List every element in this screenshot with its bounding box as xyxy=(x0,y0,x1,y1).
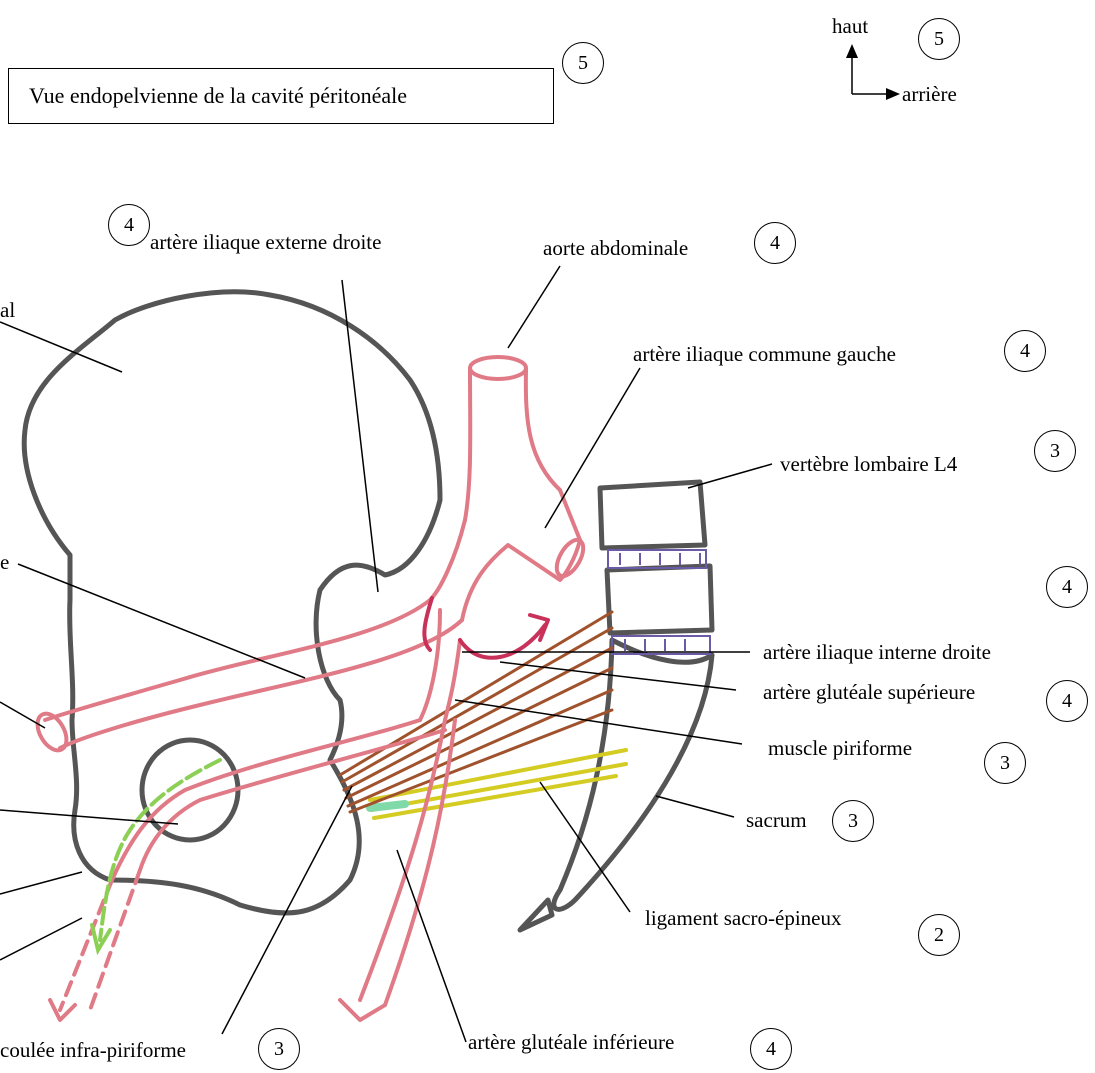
external-iliac-cut xyxy=(32,709,73,756)
label-superior-gluteal: artère glutéale supérieure xyxy=(763,680,975,704)
leader-sup-gluteal xyxy=(500,662,736,690)
pudendal-nerve xyxy=(92,760,220,950)
label-piriformis: muscle piriforme xyxy=(768,736,912,760)
leader-aorta xyxy=(508,266,560,348)
label-external-iliac: artère iliaque externe droite xyxy=(150,230,381,254)
leader-common-left xyxy=(545,368,640,528)
aorta xyxy=(465,370,560,520)
score-external-iliac: 4 xyxy=(108,204,150,246)
leader-inf-gluteal xyxy=(397,850,466,1042)
label-common-iliac-left: artère iliaque commune gauche xyxy=(633,342,896,366)
aorta-top xyxy=(470,357,526,379)
label-cut-left-1: al xyxy=(0,298,15,322)
orientation-up-label: haut xyxy=(832,14,868,38)
label-sacrospinous: ligament sacro-épineux xyxy=(645,906,842,930)
leader-lines xyxy=(0,52,892,1042)
diagram-title: Vue endopelvienne de la cavité péritonéa… xyxy=(8,68,554,124)
label-infrapiriform: coulée infra-piriforme xyxy=(0,1038,186,1062)
hip-bone xyxy=(24,292,440,913)
score-superior-gluteal: 4 xyxy=(1046,680,1088,722)
orientation-back-label: arrière xyxy=(902,82,957,106)
vertebra-l4 xyxy=(600,482,705,548)
coccyx xyxy=(520,900,552,930)
score-internal-iliac: 4 xyxy=(1046,566,1088,608)
score-title: 5 xyxy=(562,42,604,84)
leader-left-d xyxy=(0,918,82,960)
score-piriformis: 3 xyxy=(984,742,1026,784)
label-inferior-gluteal: artère glutéale inférieure xyxy=(468,1030,674,1054)
label-l4: vertèbre lombaire L4 xyxy=(780,452,957,476)
arrow-up-icon xyxy=(846,44,858,58)
score-l4: 3 xyxy=(1034,430,1076,472)
score-inferior-gluteal: 4 xyxy=(750,1028,792,1070)
left-common-iliac xyxy=(430,490,580,620)
score-infrapiriform: 3 xyxy=(258,1028,300,1070)
leader-left-a xyxy=(0,702,45,728)
label-cut-left-2: e xyxy=(0,550,9,574)
score-orientation: 5 xyxy=(918,18,960,60)
label-aorta: aorte abdominale xyxy=(543,236,688,260)
leader-left-c xyxy=(0,872,82,894)
leader-sacrum xyxy=(656,796,734,817)
leader-infrapiriform xyxy=(222,786,352,1034)
label-internal-iliac: artère iliaque interne droite xyxy=(763,640,991,664)
score-sacrum: 3 xyxy=(832,800,874,842)
internal-pudendal xyxy=(112,720,445,880)
vertebra-l5 xyxy=(607,566,712,633)
leader-ext-iliac xyxy=(342,280,378,592)
leader-l4 xyxy=(688,464,772,488)
score-sacrospinous: 2 xyxy=(918,914,960,956)
label-sacrum: sacrum xyxy=(746,808,807,832)
score-aorta: 4 xyxy=(754,222,796,264)
superior-gluteal xyxy=(460,625,545,658)
arrow-right-icon xyxy=(886,88,900,100)
leader-cut-e xyxy=(18,564,305,678)
score-common-iliac-left: 4 xyxy=(1004,330,1046,372)
